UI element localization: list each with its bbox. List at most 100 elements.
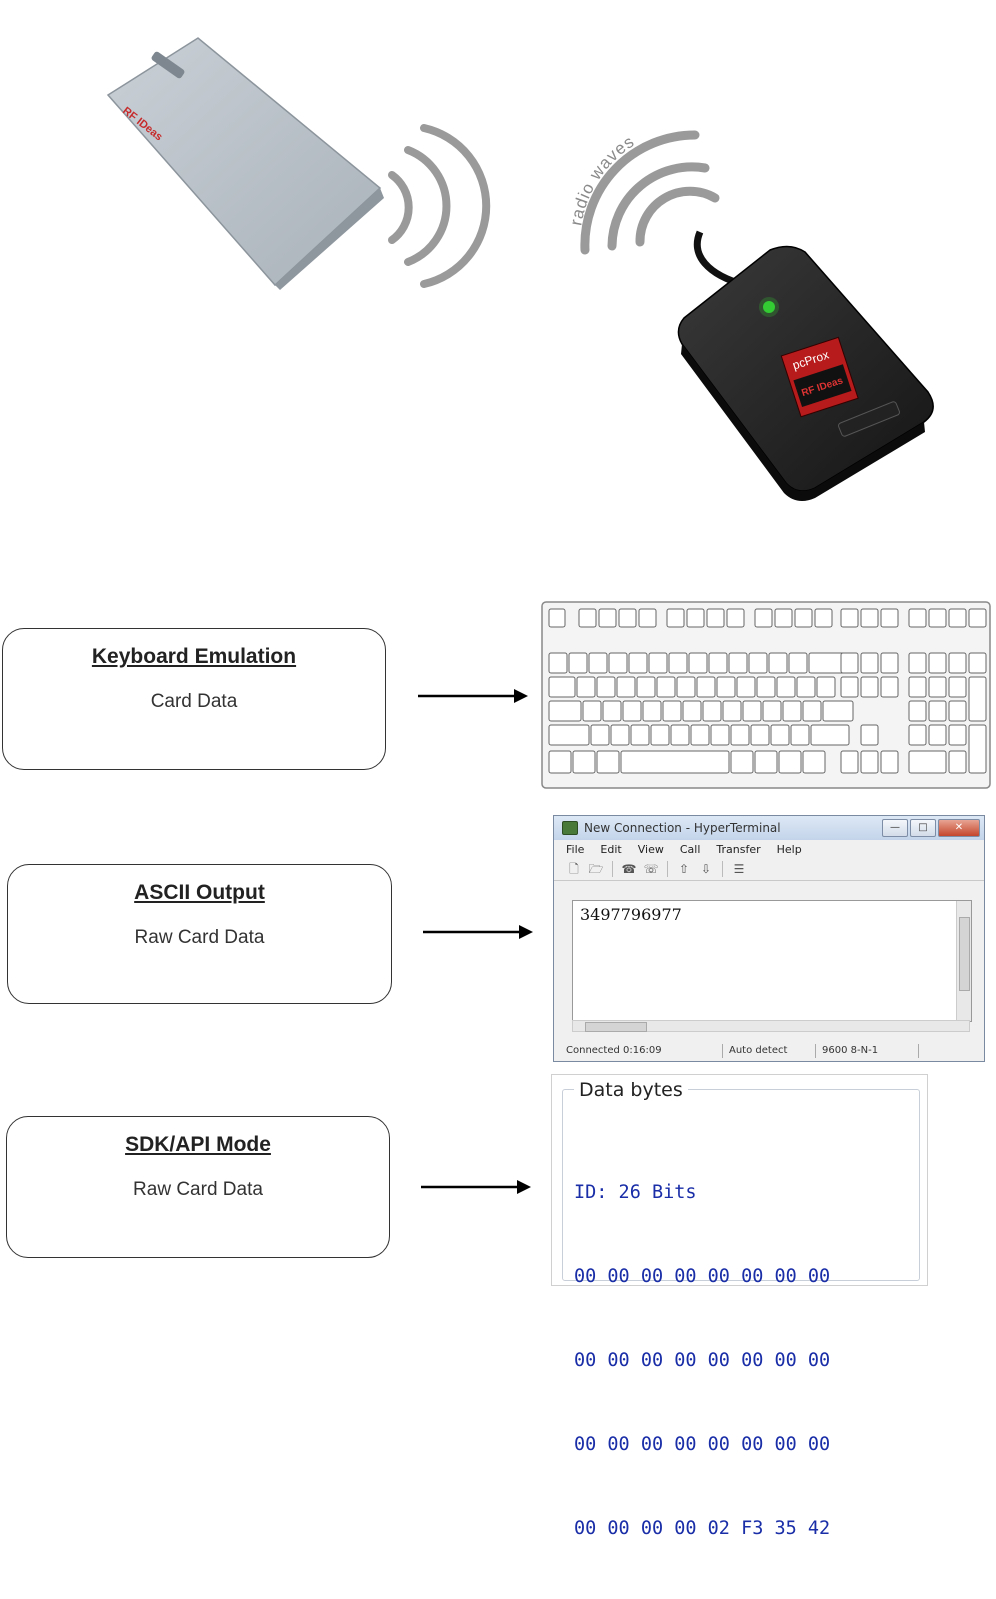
- keyboard-key: [840, 676, 859, 698]
- mode-box-ascii-output: ASCII Output Raw Card Data: [7, 864, 392, 1004]
- keyboard-key: [610, 724, 630, 746]
- keyboard-key: [706, 608, 725, 628]
- maximize-icon[interactable]: □: [910, 819, 936, 837]
- byte-row: 00 00 00 00 00 00 00 00: [574, 1266, 831, 1287]
- status-baud: 9600 8-N-1: [816, 1044, 919, 1058]
- keyboard-key: [596, 750, 620, 774]
- status-connected: Connected 0:16:09: [560, 1044, 723, 1058]
- keyboard-key: [722, 700, 742, 722]
- keyboard-key: [702, 700, 722, 722]
- new-file-icon[interactable]: 🗋: [569, 862, 579, 876]
- keyboard-key: [716, 676, 736, 698]
- keyboard-key: [762, 700, 782, 722]
- keyboard-key: [748, 652, 768, 674]
- menu-edit[interactable]: Edit: [600, 842, 622, 856]
- keyboard-key: [750, 724, 770, 746]
- keyboard-key: [548, 750, 572, 774]
- radio-waves-label: radio waves: [566, 132, 638, 227]
- keyboard-key: [860, 652, 879, 674]
- toolbar: 🗋 🗁 ☎ ☏ ⇧ ⇩ ☰: [554, 858, 984, 881]
- byte-row: 00 00 00 00 00 00 00 00: [574, 1350, 831, 1371]
- receive-icon[interactable]: ⇩: [700, 862, 712, 876]
- keyboard-key: [598, 608, 617, 628]
- keyboard-key: [548, 676, 576, 698]
- vertical-scrollbar[interactable]: [956, 901, 971, 1021]
- keyboard-key: [948, 700, 967, 722]
- keyboard-key: [860, 724, 879, 746]
- menu-call[interactable]: Call: [679, 842, 701, 856]
- close-icon[interactable]: ✕: [938, 819, 980, 837]
- keyboard-key: [814, 608, 833, 628]
- keyboard-key: [808, 652, 846, 674]
- keyboard-key: [860, 608, 879, 628]
- rfid-illustration: RF IDeas radio waves pcProx RF IDeas: [106, 37, 934, 502]
- keyboard-key: [908, 676, 927, 698]
- keyboard-key: [616, 676, 636, 698]
- menu-transfer[interactable]: Transfer: [716, 842, 761, 856]
- keyboard-key: [636, 676, 656, 698]
- keyboard-key: [754, 608, 773, 628]
- status-bar: Connected 0:16:09 Auto detect 9600 8-N-1: [560, 1043, 978, 1059]
- keyboard-key: [730, 724, 750, 746]
- keyboard-key: [620, 750, 730, 774]
- data-bytes-content: ID: 26 Bits 00 00 00 00 00 00 00 00 00 0…: [574, 1123, 830, 1599]
- reader-radio-waves: [580, 130, 720, 255]
- keyboard-key: [880, 652, 899, 674]
- mode-subtitle: Raw Card Data: [134, 927, 265, 948]
- menu-help[interactable]: Help: [776, 842, 802, 856]
- mode-title: SDK/API Mode: [125, 1133, 271, 1156]
- properties-icon[interactable]: ☰: [733, 862, 745, 876]
- keyboard-key: [822, 700, 854, 722]
- mode-title: Keyboard Emulation: [91, 645, 297, 668]
- keyboard-key: [548, 724, 590, 746]
- keyboard-key: [968, 724, 987, 774]
- keyboard-key: [796, 676, 816, 698]
- menu-file[interactable]: File: [566, 842, 585, 856]
- keyboard-key: [860, 750, 879, 774]
- keyboard-key: [776, 676, 796, 698]
- window-title: New Connection - HyperTerminal: [584, 821, 781, 835]
- terminal-output-text: 3497796977: [580, 905, 682, 924]
- connect-icon[interactable]: ☎: [621, 862, 637, 876]
- keyboard-key: [628, 652, 648, 674]
- keyboard-key: [928, 724, 947, 746]
- keyboard-key: [880, 608, 899, 628]
- keyboard-key: [860, 676, 879, 698]
- keyboard-key: [754, 750, 778, 774]
- keyboard-key: [728, 652, 748, 674]
- keyboard-key: [948, 676, 967, 698]
- keyboard-key: [968, 652, 987, 674]
- terminal-output-area[interactable]: 3497796977: [572, 900, 972, 1022]
- minimize-icon[interactable]: —: [882, 819, 908, 837]
- id-bits-line: ID: 26 Bits: [574, 1182, 697, 1203]
- keyboard-key: [548, 652, 568, 674]
- open-folder-icon[interactable]: 🗁: [588, 862, 604, 876]
- send-icon[interactable]: ⇧: [678, 862, 690, 876]
- keyboard-key: [670, 724, 690, 746]
- mode-subtitle: Raw Card Data: [133, 1179, 263, 1200]
- status-detect: Auto detect: [723, 1044, 816, 1058]
- keyboard-key: [948, 724, 967, 746]
- menu-view[interactable]: View: [637, 842, 664, 856]
- keyboard-key: [948, 750, 967, 774]
- keyboard-image: [541, 601, 991, 789]
- keyboard-key: [782, 700, 802, 722]
- keyboard-key: [742, 700, 762, 722]
- keyboard-key: [730, 750, 754, 774]
- keyboard-key: [648, 652, 668, 674]
- keyboard-key: [690, 724, 710, 746]
- data-bytes-legend: Data bytes: [574, 1079, 688, 1101]
- keyboard-key: [548, 608, 566, 628]
- keyboard-key: [688, 652, 708, 674]
- keyboard-key: [948, 652, 967, 674]
- keyboard-key: [642, 700, 662, 722]
- keyboard-key: [686, 608, 705, 628]
- keyboard-key: [590, 724, 610, 746]
- keyboard-key: [710, 724, 730, 746]
- keyboard-key: [908, 608, 927, 628]
- keyboard-key: [662, 700, 682, 722]
- horizontal-scrollbar[interactable]: [572, 1020, 970, 1032]
- keyboard-key: [576, 676, 596, 698]
- disconnect-icon[interactable]: ☏: [643, 862, 659, 876]
- keyboard-key: [572, 750, 596, 774]
